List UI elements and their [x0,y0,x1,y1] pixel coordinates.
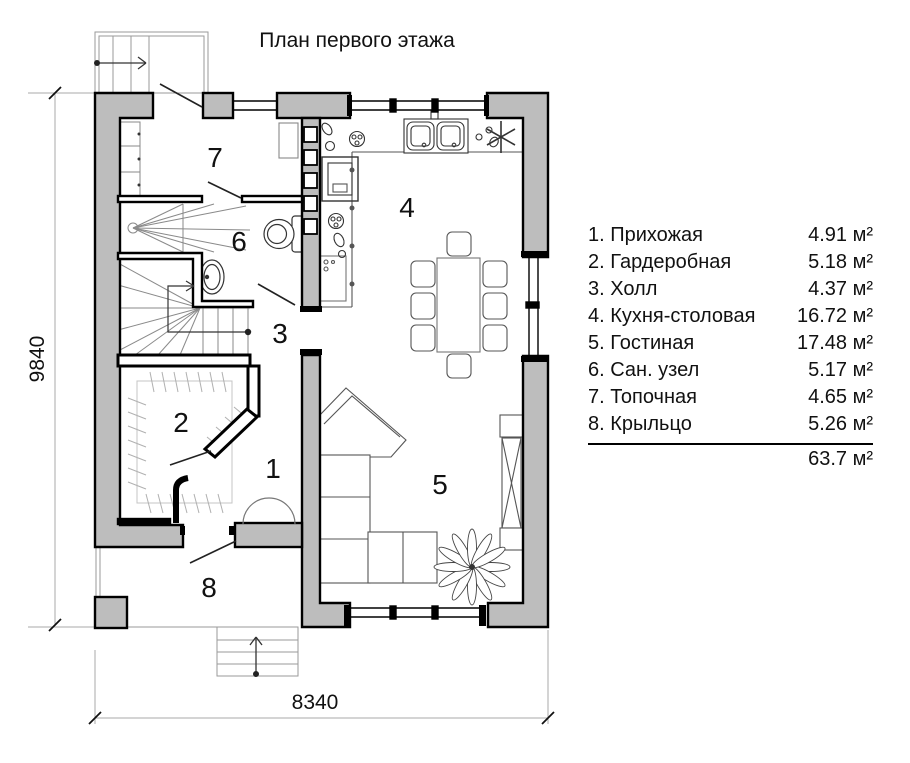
legend-divider [588,443,873,445]
legend-room-label: 2. Гардеробная [588,251,732,273]
dining-set [410,231,508,379]
tv-unit [499,414,524,551]
legend-room-area: 5.17 м² [808,359,873,381]
exterior-walls [93,91,550,630]
room-number-6: 6 [231,226,247,257]
legend-row: 5. Гостиная 17.48 м² [588,330,873,357]
room-number-7: 7 [207,142,223,173]
legend-row: 7. Топочная 4.65 м² [588,384,873,411]
legend-room-label: 4. Кухня-столовая [588,305,756,327]
legend-row: 1. Прихожая 4.91 м² [588,222,873,249]
window-top-small [232,97,278,114]
room-number-5: 5 [432,469,448,500]
window-top-wide [350,98,487,113]
wall-caps [180,95,548,626]
legend-room-area: 17.48 м² [796,332,873,354]
legend-room-area: 4.37 м² [808,278,873,300]
corner-sofa [317,387,438,584]
room-legend: 1. Прихожая 4.91 м² 2. Гардеробная 5.18 … [588,222,873,473]
chair [482,324,508,352]
legend-room-label: 6. Сан. узел [588,359,700,381]
kitchen-fixture-glyphs [321,122,499,259]
legend-row: 8. Крыльцо 5.26 м² [588,411,873,438]
door-arc [242,497,296,525]
door-boiler-exterior [159,83,203,108]
door-wardrobe [169,450,212,466]
doors [159,83,296,564]
room-number-2: 2 [173,407,189,438]
entrance-wall-block [233,521,304,549]
door-entrance [189,540,237,564]
legend-room-label: 5. Гостиная [588,332,695,354]
door-bath-hall [257,283,296,306]
vent-asterisk [486,121,516,153]
legend-room-label: 8. Крыльцо [588,413,692,435]
page-title: План первого этажа [259,29,455,52]
room-numbers: 1 2 3 4 5 6 7 8 [173,142,448,603]
interior-walls [116,194,304,526]
room-number-4: 4 [399,192,415,223]
top-wall-block [201,91,235,120]
top-wall-block [275,91,352,120]
legend-room-area: 5.18 м² [808,251,873,273]
dimension-annotations [28,86,555,725]
left-wall [93,91,185,549]
kitchen-sink [403,110,469,154]
windows [232,97,540,620]
chair [410,324,436,352]
dimension-height-label: 9840 [26,336,49,383]
legend-room-label: 1. Прихожая [588,224,703,246]
chair [482,260,508,288]
legend-row: 2. Гардеробная 5.18 м² [588,249,873,276]
chair [410,260,436,288]
vent-wall [300,116,322,312]
room-number-1: 1 [265,453,281,484]
stair-walking-line [167,280,252,336]
legend-room-area: 4.91 м² [808,224,873,246]
legend-row: 4. Кухня-столовая 16.72 м² [588,303,873,330]
legend-room-area: 5.26 м² [808,413,873,435]
shelf-unit [117,121,141,199]
top-right-corner-wall [485,91,550,259]
room-number-3: 3 [272,318,288,349]
porch-column [93,595,129,630]
legend-row: 3. Холл 4.37 м² [588,276,873,303]
legend-row: 6. Сан. узел 5.17 м² [588,357,873,384]
legend-room-area: 4.65 м² [808,386,873,408]
door-boiler-bath [207,181,242,199]
window-bottom [350,605,482,620]
chair [410,292,436,320]
chair [446,231,472,257]
boiler [278,122,299,159]
chair [482,292,508,320]
plant [433,528,511,606]
back-entrance-steps [94,31,209,94]
room-number-8: 8 [201,572,217,603]
legend-total-area: 63.7 м² [808,448,873,470]
bathroom-sink [199,259,225,295]
dimension-width-label: 8340 [292,691,339,714]
legend-room-label: 3. Холл [588,278,658,300]
dining-table [436,257,481,353]
chair [446,353,472,379]
kitchen-counter [319,110,523,308]
legend-room-area: 16.72 м² [796,305,873,327]
vent-shafts [303,126,318,235]
porch-steps [216,626,299,677]
window-right [525,257,540,356]
legend-room-label: 7. Топочная [588,386,697,408]
toilet [263,215,306,253]
porch-outline [95,547,217,628]
